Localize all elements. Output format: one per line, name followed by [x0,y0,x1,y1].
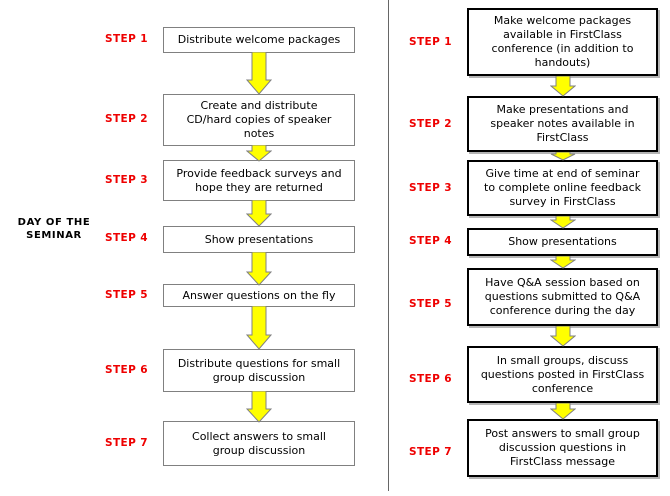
left-process-box-4-text: Show presentations [204,232,314,246]
right-arrow-2-3 [550,152,576,161]
right-process-box-3[interactable]: Give time at end of seminar to complete … [467,160,658,216]
left-step-label-2: STEP 2 [105,113,148,125]
right-process-box-2-text: Make presentations and speaker notes ava… [490,103,635,144]
right-process-box-1-text: Make welcome packages available in First… [491,14,634,69]
left-arrow-2-3 [246,145,272,162]
right-process-box-2[interactable]: Make presentations and speaker notes ava… [467,96,658,152]
left-arrow-1-2 [246,52,272,95]
right-process-box-7-text: Post answers to small group discussion q… [485,427,640,468]
right-step-label-6: STEP 6 [409,373,452,385]
left-process-box-3-text: Provide feedback surveys and hope they a… [176,166,342,194]
right-arrow-5-6 [550,326,576,347]
right-step-label-1: STEP 1 [409,36,452,48]
left-process-box-3[interactable]: Provide feedback surveys and hope they a… [163,160,355,201]
right-step-label-5: STEP 5 [409,298,452,310]
left-process-box-7[interactable]: Collect answers to small group discussio… [163,421,355,466]
right-process-box-4[interactable]: Show presentations [467,228,658,256]
right-step-label-7: STEP 7 [409,446,452,458]
left-arrow-5-6 [246,306,272,350]
left-arrow-6-7 [246,391,272,423]
left-process-box-2-text: Create and distribute CD/hard copies of … [186,99,332,140]
left-step-label-7: STEP 7 [105,437,148,449]
section-caption: DAY OF THE SEMINAR [17,217,91,241]
left-step-label-5: STEP 5 [105,289,148,301]
left-process-box-1[interactable]: Distribute welcome packages [163,27,355,53]
right-step-label-4: STEP 4 [409,235,452,247]
column-divider [388,0,389,491]
left-process-box-5[interactable]: Answer questions on the fly [163,284,355,307]
left-arrow-4-5 [246,252,272,286]
left-step-label-1: STEP 1 [105,33,148,45]
right-arrow-1-2 [550,76,576,97]
right-process-box-5-text: Have Q&A session based on questions subm… [484,276,641,317]
left-step-label-6: STEP 6 [105,364,148,376]
right-step-label-3: STEP 3 [409,182,452,194]
left-step-label-3: STEP 3 [105,174,148,186]
left-process-box-2[interactable]: Create and distribute CD/hard copies of … [163,94,355,146]
right-arrow-4-5 [550,256,576,269]
left-arrow-3-4 [246,200,272,227]
right-process-box-5[interactable]: Have Q&A session based on questions subm… [467,268,658,326]
left-process-box-4[interactable]: Show presentations [163,226,355,253]
right-arrow-3-4 [550,216,576,229]
left-process-box-1-text: Distribute welcome packages [177,33,341,46]
right-step-label-2: STEP 2 [409,118,452,130]
right-process-box-4-text: Show presentations [508,235,617,248]
right-process-box-6-text: In small groups, discuss questions poste… [480,353,645,395]
right-arrow-6-7 [550,403,576,420]
right-process-box-7[interactable]: Post answers to small group discussion q… [467,419,658,477]
left-process-box-5-text: Answer questions on the fly [182,288,336,302]
right-process-box-6[interactable]: In small groups, discuss questions poste… [467,346,658,403]
right-process-box-3-text: Give time at end of seminar to complete … [484,167,641,208]
left-process-box-7-text: Collect answers to small group discussio… [192,429,326,457]
left-process-box-6[interactable]: Distribute questions for small group dis… [163,349,355,392]
left-step-label-4: STEP 4 [105,232,148,244]
right-process-box-1[interactable]: Make welcome packages available in First… [467,8,658,76]
left-process-box-6-text: Distribute questions for small group dis… [177,356,341,384]
